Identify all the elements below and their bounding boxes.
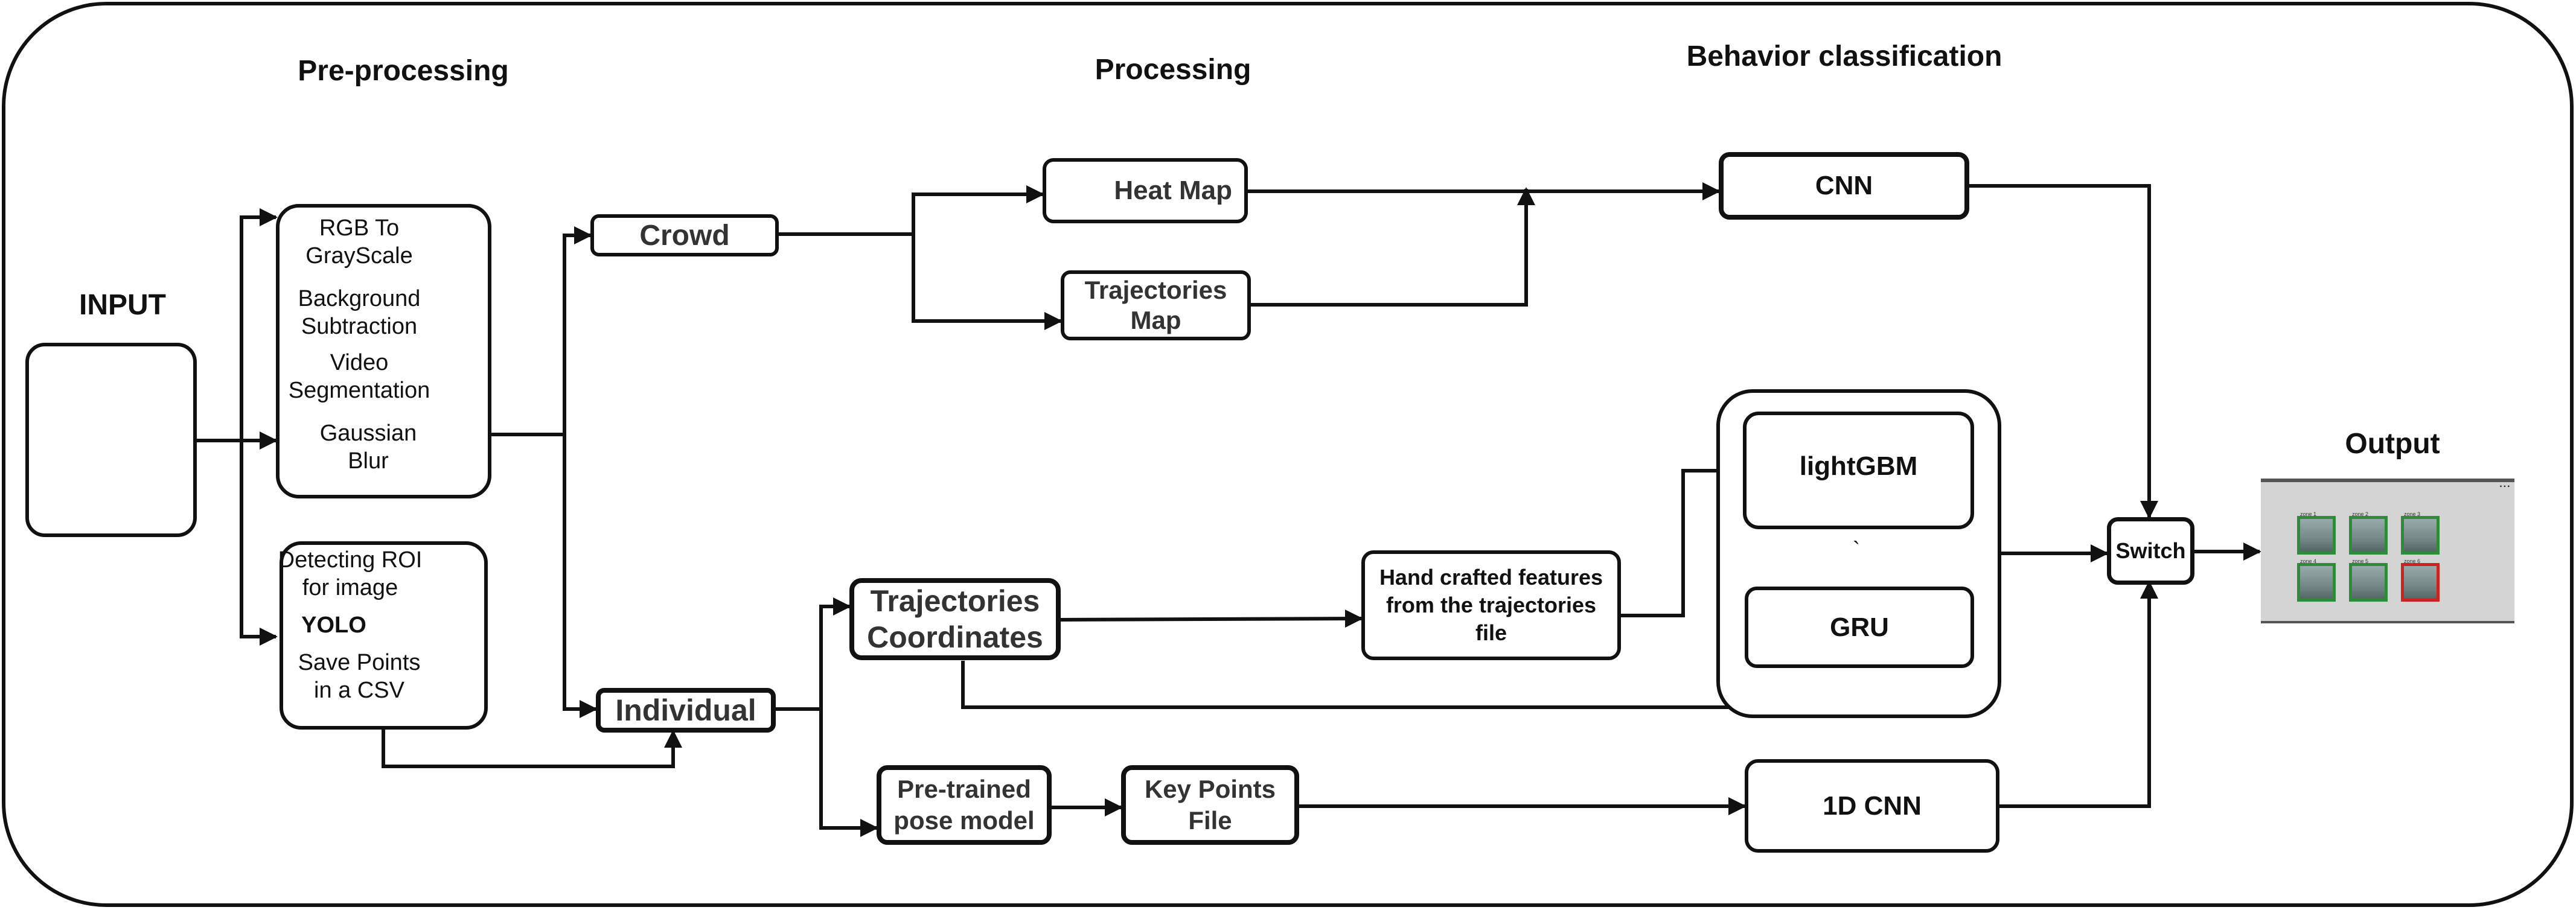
- label-gaussian-blur: Gaussian Blur: [319, 421, 417, 474]
- output-tile: zone 2: [2349, 511, 2388, 555]
- heatmap-box: Heat Map: [1043, 158, 1248, 223]
- output-tile: zone 1: [2297, 511, 2336, 555]
- cnn-box: CNN: [1719, 152, 1969, 220]
- output-tile: zone 5: [2349, 558, 2388, 602]
- output-tile-label: zone 6: [2404, 558, 2421, 564]
- 1d-cnn-label: 1D CNN: [1823, 791, 1922, 821]
- gru-box: GRU: [1745, 587, 1974, 668]
- gru-label: GRU: [1830, 612, 1889, 642]
- pretrained-pose-label: Pre-trained pose model: [893, 775, 1035, 835]
- preprocess-operations-box: [276, 204, 491, 498]
- connectors: [196, 182, 2261, 837]
- arrow-1dcnn-to-switch: [1999, 581, 2158, 808]
- arrow-preprocess-to-individual: [563, 434, 598, 718]
- arrow-cnn-to-switch: [1969, 184, 2158, 519]
- trajectories-map-box: Trajectories Map: [1061, 270, 1251, 340]
- preprocess-detection-box: [280, 541, 488, 730]
- individual-box: Individual: [596, 688, 776, 733]
- trajectories-coordinates-box: Trajectories Coordinates: [849, 578, 1061, 660]
- cnn-label: CNN: [1815, 171, 1873, 200]
- trajectories-map-label: Trajectories Map: [1084, 276, 1227, 334]
- output-tile-label: zone 1: [2300, 511, 2317, 517]
- output-window-controls: ▪ ▪ ▪: [2499, 483, 2510, 490]
- output-tile-label: zone 3: [2404, 511, 2421, 517]
- csv-icon-label: CSV: [423, 697, 441, 707]
- label-video-segmentation: Video Segmentation: [288, 350, 430, 403]
- header-processing: Processing: [1095, 54, 1251, 86]
- label-yolo: YOLO: [301, 612, 366, 638]
- arrow-input-to-roi: [240, 441, 278, 646]
- output-tile-label: zone 5: [2352, 558, 2369, 564]
- arrow-roi-to-individual: [382, 727, 682, 768]
- label-detecting-roi: Detecting ROI for image: [278, 547, 423, 600]
- output-tile: zone 3: [2401, 511, 2440, 555]
- heatmap-label: Heat Map: [1114, 176, 1232, 205]
- output-tile-label: zone 4: [2300, 558, 2317, 564]
- output-tile: zone 4: [2297, 558, 2336, 602]
- header-behavior-classification: Behavior classification: [1686, 40, 2002, 72]
- handcrafted-features-label: Hand crafted features from the trajector…: [1379, 565, 1603, 645]
- keypoints-label: Key Points File: [1144, 775, 1276, 835]
- arrow-individual-to-pose: [819, 709, 878, 837]
- arrow-crowd-to-trajmap: [912, 234, 1063, 330]
- header-preprocessing: Pre-processing: [298, 55, 509, 87]
- crowd-label: Crowd: [639, 219, 730, 252]
- arrow-trajmap-to-cnn: [1251, 187, 1535, 307]
- header-input: INPUT: [79, 289, 166, 321]
- arrow-handcrafted-to-lightgbm: [1621, 462, 1745, 617]
- label-save-points: Save Points in a CSV: [298, 650, 421, 703]
- label-rgb-grayscale: RGB To GrayScale: [305, 215, 413, 269]
- output-tile: zone 6: [2401, 558, 2440, 602]
- 1d-cnn-box: 1D CNN: [1745, 759, 1999, 853]
- handcrafted-features-box: Hand crafted features from the trajector…: [1361, 550, 1621, 660]
- arrow-trajcoords-to-handcrafted: [1060, 609, 1363, 628]
- switch-label: Switch: [2115, 538, 2186, 563]
- output-tile-label: zone 2: [2352, 511, 2369, 517]
- lightgbm-box: lightGBM: [1743, 412, 1974, 529]
- individual-label: Individual: [615, 693, 756, 727]
- switch-box: Switch: [2107, 517, 2194, 585]
- models-separator-mark: `: [1853, 537, 1860, 562]
- header-output: Output: [2345, 428, 2440, 460]
- arrow-crowd-to-heatmap: [779, 185, 1044, 236]
- trajectories-coordinates-label: Trajectories Coordinates: [867, 584, 1043, 654]
- keypoints-box: Key Points File: [1121, 765, 1299, 845]
- input-box: [25, 343, 197, 537]
- arrow-individual-to-trajcoords: [776, 597, 851, 711]
- output-tiles-grid: zone 1 zone 2 zone 3 zone 4 zone 5 zone 6: [2297, 511, 2478, 602]
- label-background-subtraction: Background Subtraction: [298, 286, 421, 339]
- pretrained-pose-box: Pre-trained pose model: [877, 765, 1052, 845]
- arrow-preprocess-to-crowd: [490, 226, 592, 436]
- lightgbm-label: lightGBM: [1799, 451, 1918, 481]
- crowd-box: Crowd: [590, 214, 779, 256]
- arrow-input-split: [196, 208, 278, 442]
